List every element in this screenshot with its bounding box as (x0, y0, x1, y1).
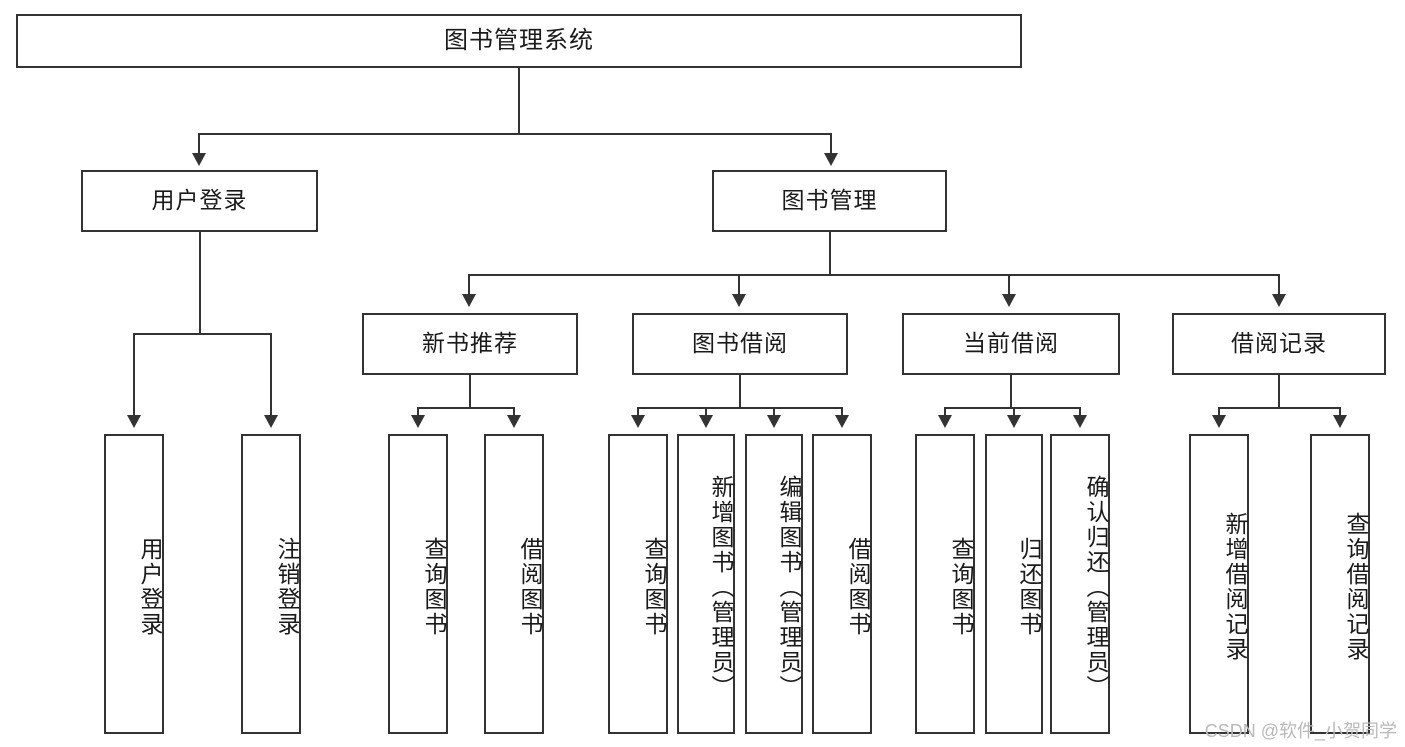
connector-bookmgmt-drop-2 (738, 274, 740, 296)
leaf-confirm-return-admin[interactable]: 确认归还（管理员） (1050, 434, 1110, 734)
node-book-borrow-label: 图书借阅 (692, 330, 788, 357)
leaf-user-login[interactable]: 用户登录 (104, 434, 164, 734)
leaf-query-book-recommend[interactable]: 查询图书 (388, 434, 448, 734)
arrowhead-current-1 (938, 415, 952, 428)
arrowhead-userlogin-1 (127, 415, 141, 428)
connector-bookmgmt-trunk (829, 232, 831, 274)
connector-borrow-trunk (739, 375, 741, 407)
arrowhead-userlogin-2 (264, 415, 278, 428)
connector-root-trunk (518, 68, 520, 133)
node-user-login-label: 用户登录 (151, 187, 248, 214)
connector-recommend-drop-2 (513, 407, 515, 417)
connector-root-bus (198, 133, 832, 135)
leaf-label: 查询借阅记录 (1343, 512, 1369, 662)
arrowhead-root-2 (824, 153, 838, 166)
arrowhead-bookmgmt-2 (732, 294, 746, 307)
connector-bookmgmt-drop-4 (1278, 274, 1280, 296)
arrowhead-bookmgmt-4 (1272, 294, 1286, 307)
arrowhead-bookmgmt-1 (462, 294, 476, 307)
leaf-add-book-admin[interactable]: 新增图书（管理员） (677, 434, 735, 734)
arrowhead-current-3 (1073, 415, 1087, 428)
node-new-book-recommend[interactable]: 新书推荐 (362, 313, 578, 375)
connector-current-drop-3 (1079, 407, 1081, 417)
leaf-label: 借阅图书 (845, 537, 871, 637)
leaf-query-book-borrow[interactable]: 查询图书 (608, 434, 668, 734)
connector-current-trunk (1010, 375, 1012, 407)
leaf-label: 查询图书 (421, 537, 447, 637)
connector-record-trunk (1278, 375, 1280, 407)
arrowhead-recommend-2 (507, 415, 521, 428)
leaf-label: 编辑图书（管理员） (776, 474, 802, 700)
connector-record-drop-1 (1218, 407, 1220, 417)
leaf-return-book[interactable]: 归还图书 (985, 434, 1043, 734)
connector-userlogin-drop-1 (133, 333, 135, 417)
connector-bookmgmt-drop-1 (468, 274, 470, 296)
connector-root-drop-2 (830, 133, 832, 155)
leaf-label: 新增图书（管理员） (708, 474, 734, 700)
leaf-label: 确认归还（管理员） (1083, 474, 1109, 700)
connector-root-drop-1 (198, 133, 200, 155)
node-current-borrow[interactable]: 当前借阅 (902, 313, 1120, 375)
connector-current-drop-2 (1013, 407, 1015, 417)
connector-borrow-drop-2 (705, 407, 707, 417)
node-book-management[interactable]: 图书管理 (712, 170, 947, 232)
arrowhead-recommend-1 (411, 415, 425, 428)
leaf-borrow-book-recommend[interactable]: 借阅图书 (484, 434, 544, 734)
node-borrow-record-label: 借阅记录 (1231, 330, 1327, 357)
arrowhead-borrow-3 (767, 415, 781, 428)
leaf-label: 查询图书 (641, 537, 667, 637)
leaf-query-borrow-record[interactable]: 查询借阅记录 (1310, 434, 1370, 734)
arrowhead-borrow-1 (631, 415, 645, 428)
arrowhead-root-1 (192, 153, 206, 166)
leaf-label: 新增借阅记录 (1222, 512, 1248, 662)
connector-userlogin-bus (133, 333, 271, 335)
node-root-label: 图书管理系统 (444, 26, 594, 54)
arrowhead-bookmgmt-3 (1002, 294, 1016, 307)
connector-borrow-drop-3 (773, 407, 775, 417)
connector-current-drop-1 (944, 407, 946, 417)
connector-recommend-bus (417, 407, 514, 409)
leaf-edit-book-admin[interactable]: 编辑图书（管理员） (745, 434, 803, 734)
connector-userlogin-trunk (199, 232, 201, 333)
arrowhead-current-2 (1007, 415, 1021, 428)
node-book-management-label: 图书管理 (781, 187, 878, 214)
connector-bookmgmt-bus (468, 274, 1279, 276)
connector-userlogin-drop-2 (270, 333, 272, 417)
leaf-label: 注销登录 (274, 537, 300, 637)
node-current-borrow-label: 当前借阅 (963, 330, 1059, 357)
watermark-text: CSDN @软件_小贺同学 (1204, 721, 1397, 741)
node-borrow-record[interactable]: 借阅记录 (1172, 313, 1386, 375)
connector-recommend-trunk (469, 375, 471, 407)
arrowhead-borrow-2 (699, 415, 713, 428)
leaf-add-borrow-record[interactable]: 新增借阅记录 (1189, 434, 1249, 734)
leaf-label: 用户登录 (137, 537, 163, 637)
node-book-borrow[interactable]: 图书借阅 (632, 313, 848, 375)
node-user-login[interactable]: 用户登录 (81, 170, 318, 232)
connector-borrow-drop-1 (637, 407, 639, 417)
connector-borrow-bus (637, 407, 842, 409)
connector-borrow-drop-4 (841, 407, 843, 417)
leaf-label: 查询图书 (948, 537, 974, 637)
arrowhead-borrow-4 (835, 415, 849, 428)
leaf-query-book-current[interactable]: 查询图书 (915, 434, 975, 734)
node-root[interactable]: 图书管理系统 (16, 14, 1022, 68)
leaf-logout[interactable]: 注销登录 (241, 434, 301, 734)
connector-recommend-drop-1 (417, 407, 419, 417)
node-new-book-recommend-label: 新书推荐 (422, 330, 518, 357)
arrowhead-record-1 (1212, 415, 1226, 428)
leaf-borrow-book[interactable]: 借阅图书 (812, 434, 872, 734)
connector-record-drop-2 (1339, 407, 1341, 417)
connector-current-bus (944, 407, 1080, 409)
arrowhead-record-2 (1333, 415, 1347, 428)
connector-record-bus (1218, 407, 1341, 409)
leaf-label: 借阅图书 (517, 537, 543, 637)
leaf-label: 归还图书 (1016, 537, 1042, 637)
connector-bookmgmt-drop-3 (1008, 274, 1010, 296)
